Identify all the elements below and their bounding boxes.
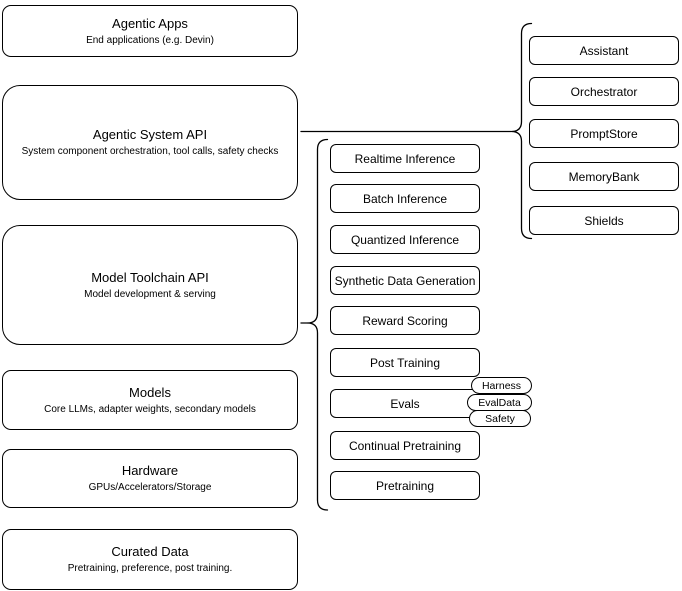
toolchain-item-continual-pretraining: Continual Pretraining xyxy=(330,431,480,460)
hardware-box: Hardware GPUs/Accelerators/Storage xyxy=(2,449,298,508)
model-toolchain-api-box: Model Toolchain API Model development & … xyxy=(2,225,298,345)
eval-tag-harness: Harness xyxy=(471,377,532,394)
hardware-title: Hardware xyxy=(121,463,179,478)
toolchain-item-batch-inference: Batch Inference xyxy=(330,184,480,213)
system-component-shields: Shields xyxy=(529,206,679,235)
toolchain-item-synthetic-data-generation: Synthetic Data Generation xyxy=(330,266,480,295)
agentic-apps-subtitle: End applications (e.g. Devin) xyxy=(86,34,214,46)
system-component-assistant: Assistant xyxy=(529,36,679,65)
system-component-orchestrator: Orchestrator xyxy=(529,77,679,106)
toolchain-item-pretraining: Pretraining xyxy=(330,471,480,500)
system-component-memorybank: MemoryBank xyxy=(529,162,679,191)
models-subtitle: Core LLMs, adapter weights, secondary mo… xyxy=(44,403,256,415)
curated-data-box: Curated Data Pretraining, preference, po… xyxy=(2,529,298,590)
eval-tag-evaldata: EvalData xyxy=(467,394,532,411)
toolchain-item-realtime-inference: Realtime Inference xyxy=(330,144,480,173)
agentic-apps-box: Agentic Apps End applications (e.g. Devi… xyxy=(2,5,298,57)
hardware-subtitle: GPUs/Accelerators/Storage xyxy=(88,482,212,493)
toolchain-item-reward-scoring: Reward Scoring xyxy=(330,306,480,335)
toolchain-item-quantized-inference: Quantized Inference xyxy=(330,225,480,254)
models-box: Models Core LLMs, adapter weights, secon… xyxy=(2,370,298,430)
model-toolchain-api-title: Model Toolchain API xyxy=(91,269,209,285)
curated-data-subtitle: Pretraining, preference, post training. xyxy=(67,563,233,574)
toolchain-item-evals: Evals xyxy=(330,389,480,418)
curated-data-title: Curated Data xyxy=(111,544,189,559)
system-component-promptstore: PromptStore xyxy=(529,119,679,148)
eval-tag-safety: Safety xyxy=(469,410,531,427)
agentic-system-api-title: Agentic System API xyxy=(92,127,208,142)
model-toolchain-api-subtitle: Model development & serving xyxy=(84,288,216,300)
models-title: Models xyxy=(129,384,171,400)
agentic-system-api-subtitle: System component orchestration, tool cal… xyxy=(21,146,279,157)
toolchain-capabilities-brace xyxy=(307,138,329,511)
agentic-system-api-box: Agentic System API System component orch… xyxy=(2,85,298,200)
agentic-apps-title: Agentic Apps xyxy=(112,15,188,31)
toolchain-item-post-training: Post Training xyxy=(330,348,480,377)
